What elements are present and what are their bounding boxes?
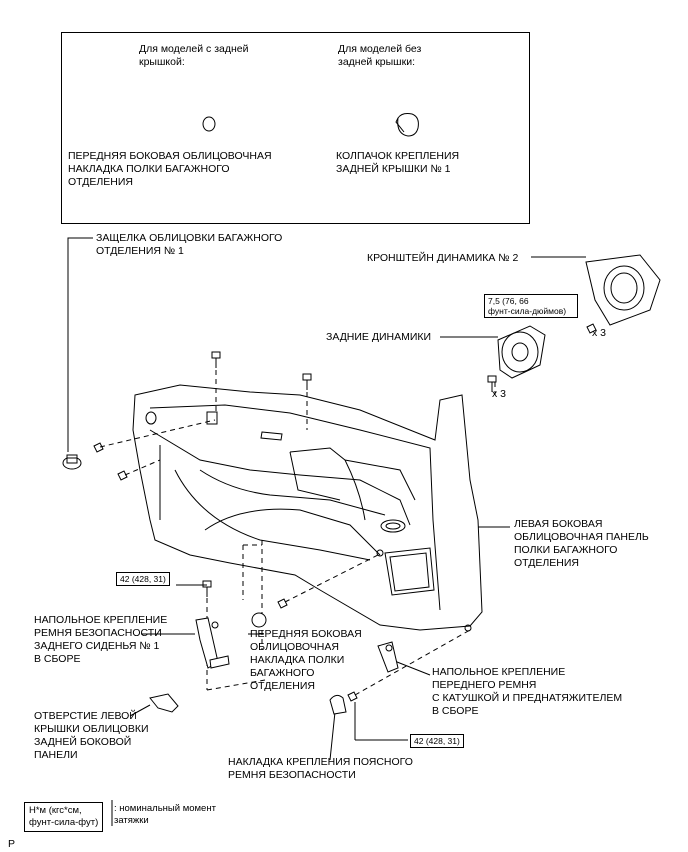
lap-belt-cover-icon [329, 694, 347, 715]
inset-part-right-label: КОЛПАЧОК КРЕПЛЕНИЯ ЗАДНЕЙ КРЫШКИ № 1 [336, 150, 460, 175]
inset-header-left: Для моделей с задней крышкой: [139, 43, 249, 68]
front-cover-label: ПЕРЕДНЯЯ БОКОВАЯ ОБЛИЦОВОЧНАЯ НАКЛАДКА П… [250, 628, 362, 692]
lap-belt-label: НАКЛАДКА КРЕПЛЕНИЯ ПОЯСНОГО РЕМНЯ БЕЗОПА… [228, 756, 413, 781]
rear-speaker-icon [497, 325, 546, 379]
speakers-label: ЗАДНИЕ ДИНАМИКИ [326, 331, 432, 343]
inset-part-left-label: ПЕРЕДНЯЯ БОКОВАЯ ОБЛИЦОВОЧНАЯ НАКЛАДКА П… [68, 150, 272, 188]
hole-cover-label: ОТВЕРСТИЕ ЛЕВОЙ КРЫШКИ ОБЛИЦОВКИ ЗАДНЕЙ … [34, 710, 149, 761]
front-trim-cover-icon [251, 612, 267, 628]
inset-header-right: Для моделей без задней крышки: [338, 43, 422, 68]
hole-cover-icon [149, 693, 179, 713]
legend-units-box: Н*м (кгс*см, фунт-сила-фут) [24, 802, 104, 832]
front-belt-anchor-icon [377, 641, 399, 673]
speaker-bracket-icon [585, 254, 661, 326]
clip-leader-line [67, 237, 93, 452]
inset-trim-cover-icon [202, 116, 216, 132]
front-belt-label: НАПОЛЬНОЕ КРЕПЛЕНИЕ ПЕРЕДНЕГО РЕМНЯ С КА… [432, 666, 623, 717]
inset-cap-icon [395, 113, 419, 137]
inset-box [61, 32, 530, 224]
floor-anchor-torque-box: 42 (428, 31) [116, 572, 170, 586]
bracket-label: КРОНШТЕЙН ДИНАМИКА № 2 [367, 252, 519, 264]
side-trim-panel-icon [132, 384, 483, 632]
side-panel-label: ЛЕВАЯ БОКОВАЯ ОБЛИЦОВОЧНАЯ ПАНЕЛЬ ПОЛКИ … [514, 518, 649, 569]
speaker-torque-box: 7,5 (76, 66 фунт-сила-дюймов) [484, 294, 578, 318]
bolt-icons [93, 323, 597, 702]
page-marker: P [8, 838, 16, 850]
clip-label: ЗАЩЕЛКА ОБЛИЦОВКИ БАГАЖНОГО ОТДЕЛЕНИЯ № … [96, 232, 283, 257]
trim-clip-icon [62, 454, 82, 470]
legend-desc: : номинальный момент затяжки [114, 803, 216, 826]
rear-belt-anchor-icon [195, 617, 230, 669]
bracket-qty: x 3 [592, 327, 607, 339]
front-belt-torque-box: 42 (428, 31) [410, 734, 464, 748]
leader-lines [129, 256, 586, 761]
floor-anchor-label: НАПОЛЬНОЕ КРЕПЛЕНИЕ РЕМНЯ БЕЗОПАСНОСТИ З… [34, 614, 168, 665]
